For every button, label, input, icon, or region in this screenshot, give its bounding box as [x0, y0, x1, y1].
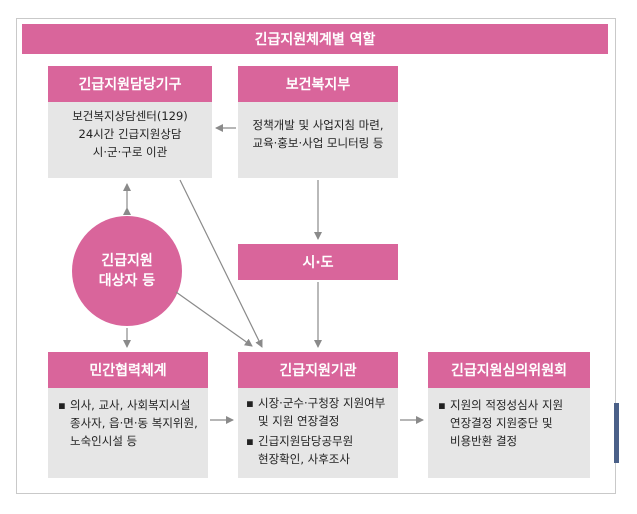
agency-line: 24시간 긴급지원상담: [78, 127, 182, 141]
private-body: ▪ 의사, 교사, 사회복지시설 종사자, 읍·면·동 복지위원, 노숙인시설 …: [48, 388, 208, 450]
agency-body: 보건복지상담센터(129) 24시간 긴급지원상담 시·군·구로 이관: [48, 102, 212, 161]
private-line: 종사자, 읍·면·동 복지위원,: [70, 416, 198, 430]
sido-box: 시·도: [238, 244, 398, 280]
agency-box: 긴급지원담당기구 보건복지상담센터(129) 24시간 긴급지원상담 시·군·구…: [48, 66, 212, 178]
bullet-icon: ▪: [246, 396, 254, 410]
institution-body: ▪ 시장·군수·구청장 지원여부 및 지원 연장결정 ▪ 긴급지원담당공무원 현…: [238, 388, 398, 468]
private-header: 민간협력체계: [48, 352, 208, 388]
institution-line: 시장·군수·구청장 지원여부: [258, 396, 386, 410]
target-circle: 긴급지원 대상자 등: [72, 216, 182, 326]
diagram-title: 긴급지원체계별 역할: [22, 24, 608, 54]
target-line: 긴급지원: [101, 253, 153, 269]
committee-header: 긴급지원심의위원회: [428, 352, 590, 388]
private-line: 노숙인시설 등: [70, 434, 138, 448]
bullet-icon: ▪: [58, 398, 66, 412]
ministry-body: 정책개발 및 사업지침 마련, 교육·홍보·사업 모니터링 등: [238, 102, 398, 152]
target-line: 대상자 등: [98, 273, 156, 289]
arrow-circle-to-institution: [175, 291, 253, 347]
ministry-header: 보건복지부: [238, 66, 398, 102]
private-box: 민간협력체계 ▪ 의사, 교사, 사회복지시설 종사자, 읍·면·동 복지위원,…: [48, 352, 208, 478]
institution-header: 긴급지원기관: [238, 352, 398, 388]
bullet-icon: ▪: [438, 398, 446, 412]
committee-line: 지원의 적정성심사 지원: [450, 398, 564, 412]
ministry-box: 보건복지부 정책개발 및 사업지침 마련, 교육·홍보·사업 모니터링 등: [238, 66, 398, 178]
committee-line: 연장결정 지원중단 및: [450, 416, 553, 430]
agency-line: 시·군·구로 이관: [92, 145, 168, 159]
institution-box: 긴급지원기관 ▪ 시장·군수·구청장 지원여부 및 지원 연장결정 ▪ 긴급지원…: [238, 352, 398, 478]
ministry-line: 정책개발 및 사업지침 마련,: [252, 118, 384, 132]
side-bar: [614, 403, 619, 463]
arrow-agency-to-institution: [179, 179, 263, 348]
committee-line: 비용반환 결정: [450, 434, 518, 448]
agency-line: 보건복지상담센터(129): [72, 109, 188, 123]
agency-header: 긴급지원담당기구: [48, 66, 212, 102]
bullet-icon: ▪: [246, 434, 254, 448]
ministry-line: 교육·홍보·사업 모니터링 등: [252, 136, 384, 150]
institution-line: 및 지원 연장결정: [258, 414, 340, 428]
institution-line: 현장확인, 사후조사: [258, 452, 350, 466]
private-line: 의사, 교사, 사회복지시설: [70, 398, 191, 412]
committee-box: 긴급지원심의위원회 ▪ 지원의 적정성심사 지원 연장결정 지원중단 및 비용반…: [428, 352, 590, 478]
institution-line: 긴급지원담당공무원: [258, 434, 354, 448]
committee-body: ▪ 지원의 적정성심사 지원 연장결정 지원중단 및 비용반환 결정: [428, 388, 590, 450]
